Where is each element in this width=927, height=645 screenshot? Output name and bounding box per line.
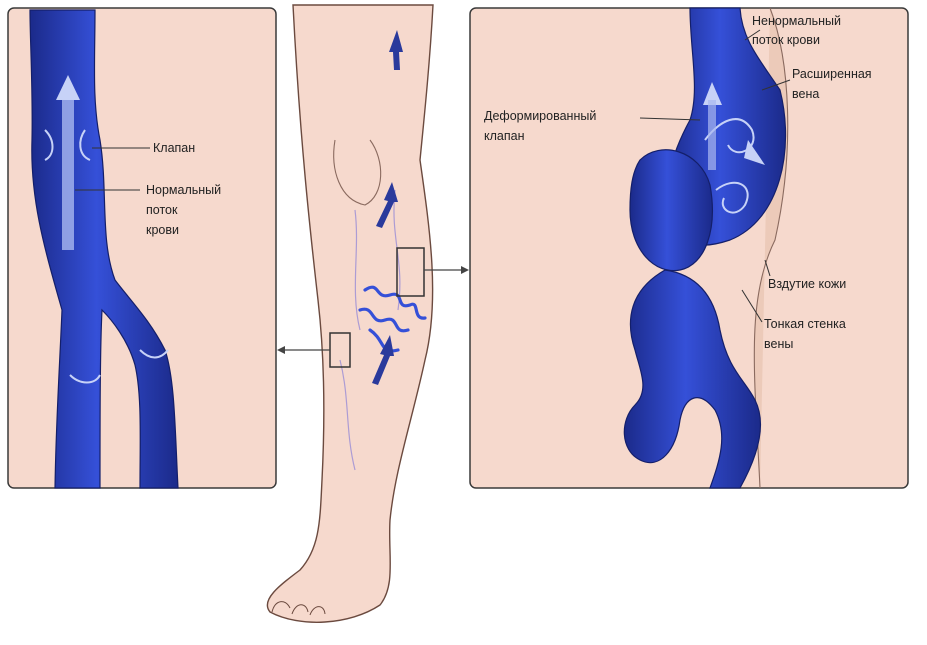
label-skin-bulge: Вздутие кожи [768,277,846,291]
label-dilated-vein-1: Расширенная [792,67,872,81]
arrow-up-icon [389,30,403,70]
label-abnormal-flow-1: Ненормальный [752,14,841,28]
pointer-arrow-right-icon [424,266,469,274]
pointer-arrow-left-icon [277,346,330,354]
label-deformed-valve-1: Деформированный [484,109,596,123]
label-thin-wall-2: вены [764,337,793,351]
normal-vein-panel [7,7,277,489]
label-abnormal-flow-2: поток крови [752,33,820,47]
label-normal-flow-2: поток [146,203,178,217]
leg-illustration [266,4,434,623]
label-normal-flow-3: крови [146,223,179,237]
label-normal-flow-1: Нормальный [146,183,221,197]
zoom-box-varicose [396,247,425,297]
label-thin-wall-1: Тонкая стенка [764,317,846,331]
label-valve: Клапан [153,141,195,155]
label-deformed-valve-2: клапан [484,129,525,143]
arrow-up-icon [372,335,394,385]
varicose-cluster [358,285,427,353]
varicose-vein-panel [469,7,909,489]
label-dilated-vein-2: вена [792,87,819,101]
arrow-up-icon [376,182,398,228]
